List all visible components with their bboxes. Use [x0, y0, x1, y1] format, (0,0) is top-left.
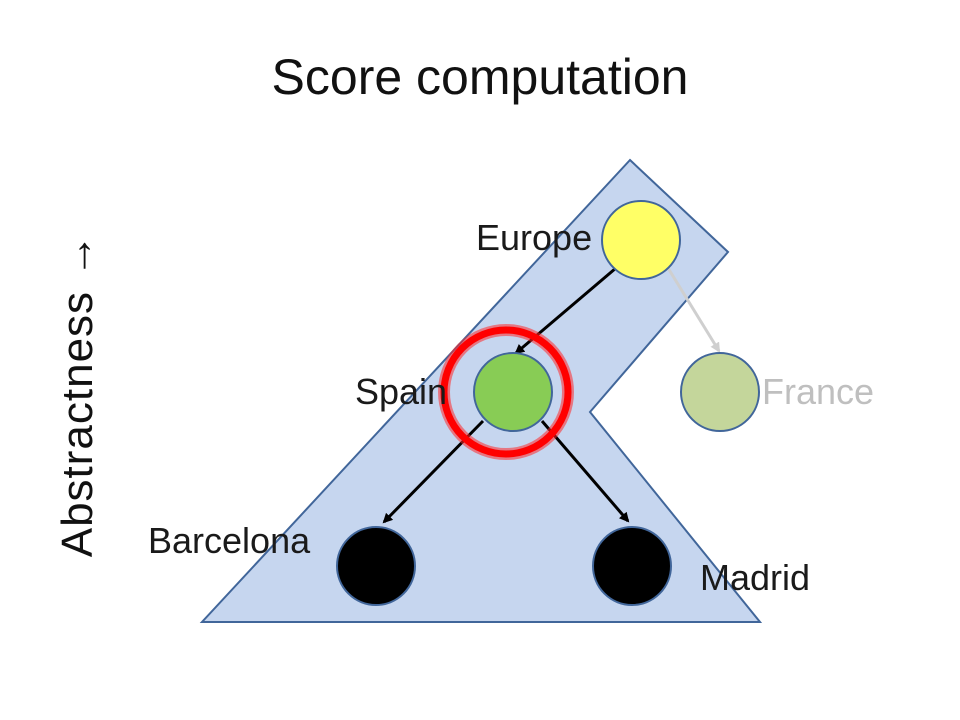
node-spain — [473, 352, 553, 432]
label-spain: Spain — [355, 371, 447, 412]
node-france — [680, 352, 760, 432]
node-europe — [601, 200, 681, 280]
edge-europe-france — [666, 267, 721, 353]
node-barcelona — [336, 526, 416, 606]
highlight-ring-core — [440, 326, 572, 458]
label-barcelona: Barcelona — [148, 520, 311, 561]
node-madrid — [592, 526, 672, 606]
slide-title: Score computation — [271, 49, 689, 105]
label-madrid: Madrid — [700, 557, 810, 598]
label-europe: Europe — [476, 217, 592, 258]
label-france: France — [762, 371, 874, 412]
